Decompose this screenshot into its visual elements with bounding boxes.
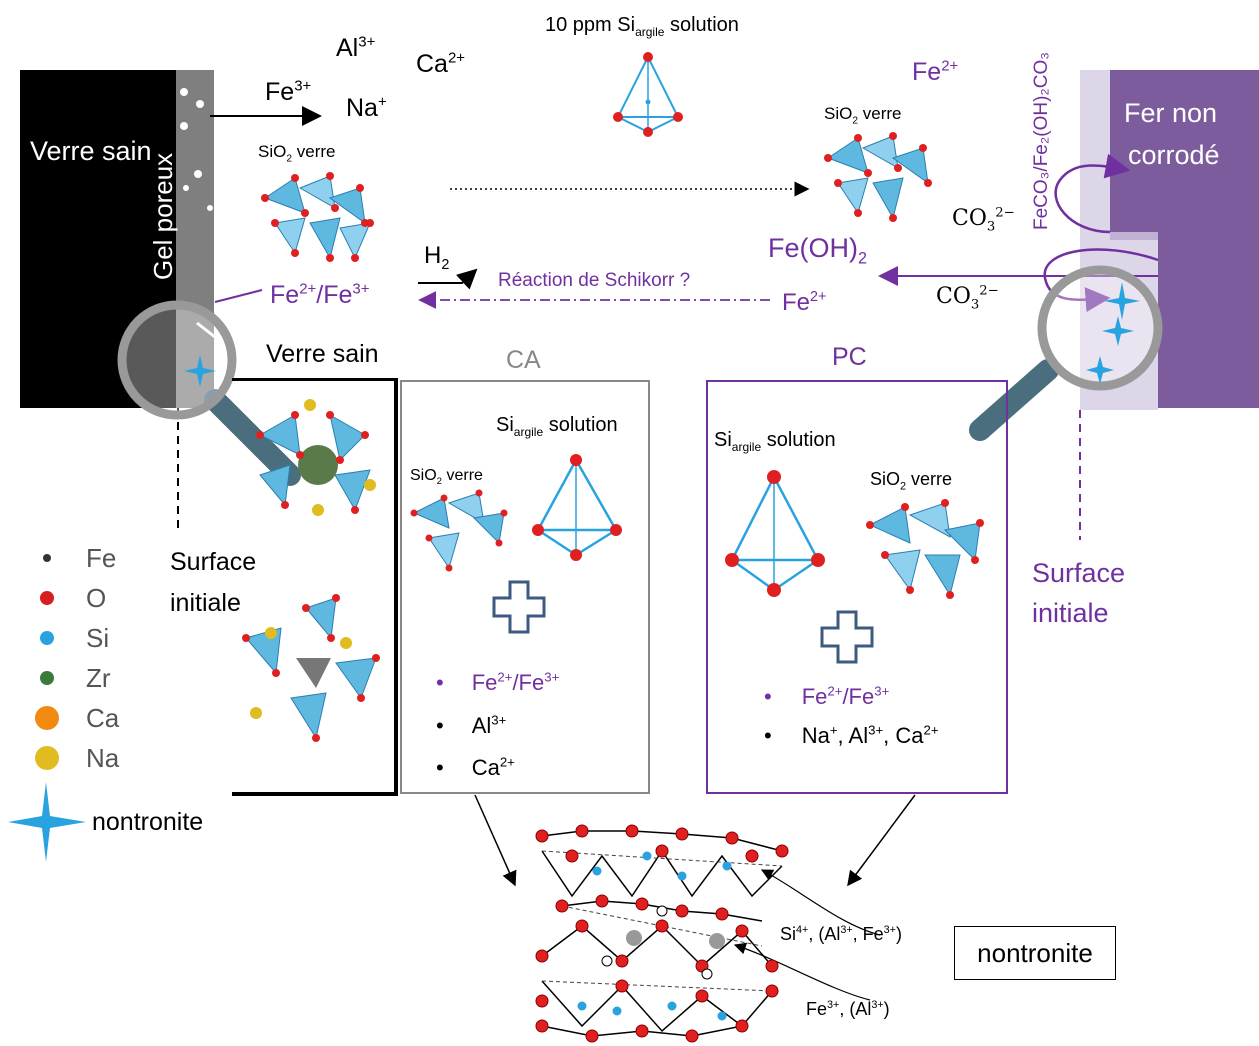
fe3-ion: Fe3+ bbox=[265, 77, 312, 106]
legend-swatch-icon bbox=[40, 631, 54, 645]
pc-si-solution: Siargile solution bbox=[714, 429, 836, 454]
legend-swatch-icon bbox=[43, 554, 51, 562]
legend-item: Zr bbox=[30, 658, 140, 698]
legend-item: Na bbox=[30, 738, 140, 778]
pc-bullet-2: •Na+, Al3+, Ca2+ bbox=[764, 722, 939, 748]
surface-initiale-left-1: Surface bbox=[170, 548, 257, 576]
surface-initiale-right-2: initiale bbox=[1032, 598, 1109, 628]
legend-label: Si bbox=[86, 622, 110, 653]
ca-bullet-3: •Ca2+ bbox=[436, 754, 515, 780]
sio2-cluster-left bbox=[261, 172, 374, 262]
gel-pores bbox=[180, 88, 213, 211]
co3-lower: CO32− bbox=[936, 283, 999, 313]
legend-swatch-icon bbox=[35, 706, 59, 730]
magnifier-left bbox=[117, 300, 301, 486]
sio2-cluster-right bbox=[824, 132, 932, 222]
legend-item: Fe bbox=[30, 538, 140, 578]
glass-structure-lower bbox=[242, 594, 380, 742]
legend-item: Ca bbox=[30, 698, 140, 738]
fe-redox-label: Fe2+/Fe3+ bbox=[270, 280, 370, 309]
ca-bullet-1: •Fe2+/Fe3+ bbox=[436, 669, 560, 695]
glass-structure-upper bbox=[256, 399, 376, 516]
si-tetrahedron-top bbox=[613, 52, 683, 137]
fe2-mid-label: Fe2+ bbox=[782, 289, 827, 316]
ca-sio2-cluster bbox=[410, 489, 508, 572]
legend-swatch-icon bbox=[40, 591, 54, 605]
legend-label: Na bbox=[86, 742, 120, 773]
co3-upper: CO32− bbox=[952, 205, 1015, 235]
pc-si-tetrahedron bbox=[725, 470, 825, 597]
legend-swatch-icon bbox=[40, 671, 54, 685]
na-ion: Na+ bbox=[346, 93, 387, 122]
sio2-label-left: SiO2 verre bbox=[258, 142, 336, 165]
verre-sain-box bbox=[232, 378, 398, 796]
legend-item: O bbox=[30, 578, 140, 618]
fe-substitution-label: Fe3+, (Al3+) bbox=[806, 999, 890, 1019]
iron-block-lower bbox=[1158, 240, 1259, 408]
nontronite-structure bbox=[535, 824, 789, 1043]
ca-box-title: CA bbox=[506, 346, 541, 374]
legend-label: Fe bbox=[86, 542, 117, 573]
al-ion: Al3+ bbox=[336, 33, 376, 62]
ca-si-solution: Siargile solution bbox=[496, 414, 618, 439]
verre-sain-label: Verre sain bbox=[30, 136, 152, 166]
legend-label: Zr bbox=[86, 662, 111, 693]
solution-title: 10 ppm Siargile solution bbox=[545, 14, 739, 39]
si-substitution-label: Si4+, (Al3+, Fe3+) bbox=[780, 924, 902, 944]
nontronite-box: nontronite bbox=[954, 926, 1116, 980]
pc-box-title: PC bbox=[832, 343, 867, 371]
h2-label: H2 bbox=[424, 242, 450, 273]
pc-bullet-1: •Fe2+/Fe3+ bbox=[764, 683, 890, 709]
legend-item: Si bbox=[30, 618, 140, 658]
feoh2-label: Fe(OH)2 bbox=[768, 233, 868, 268]
pc-plus-icon bbox=[820, 610, 874, 664]
iron-title-2: corrodé bbox=[1128, 140, 1220, 170]
ca-si-tetrahedron bbox=[532, 454, 622, 561]
verre-sain-box-label: Verre sain bbox=[266, 340, 379, 368]
legend-label: O bbox=[86, 582, 107, 613]
iron-step bbox=[1110, 232, 1158, 240]
pc-box bbox=[706, 380, 1008, 794]
verre-sain-box-top bbox=[232, 378, 398, 381]
surface-initiale-left-2: initiale bbox=[170, 589, 241, 617]
iron-block bbox=[1110, 70, 1259, 240]
ca-sio2-label: SiO2 verre bbox=[410, 467, 483, 488]
ca-bullet-2: •Al3+ bbox=[436, 712, 507, 738]
pc-sio2-label: SiO2 verre bbox=[870, 469, 953, 493]
iron-title-1: Fer non bbox=[1124, 98, 1218, 128]
legend-star-icon bbox=[8, 782, 86, 862]
surface-initiale-right-1: Surface bbox=[1032, 558, 1126, 588]
fe2-top-right: Fe2+ bbox=[912, 57, 959, 86]
legend-label: Ca bbox=[86, 702, 120, 733]
glass-block bbox=[20, 70, 176, 408]
legend-swatch-icon bbox=[35, 746, 59, 770]
ca-ion: Ca2+ bbox=[416, 49, 466, 78]
sio2-label-right: SiO2 verre bbox=[824, 104, 902, 127]
legend-star-label: nontronite bbox=[92, 808, 204, 836]
ca-plus-icon bbox=[492, 580, 546, 634]
schikorr-label: Réaction de Schikorr ? bbox=[498, 270, 691, 291]
pc-sio2-cluster bbox=[866, 499, 984, 599]
ca-box bbox=[400, 380, 650, 794]
